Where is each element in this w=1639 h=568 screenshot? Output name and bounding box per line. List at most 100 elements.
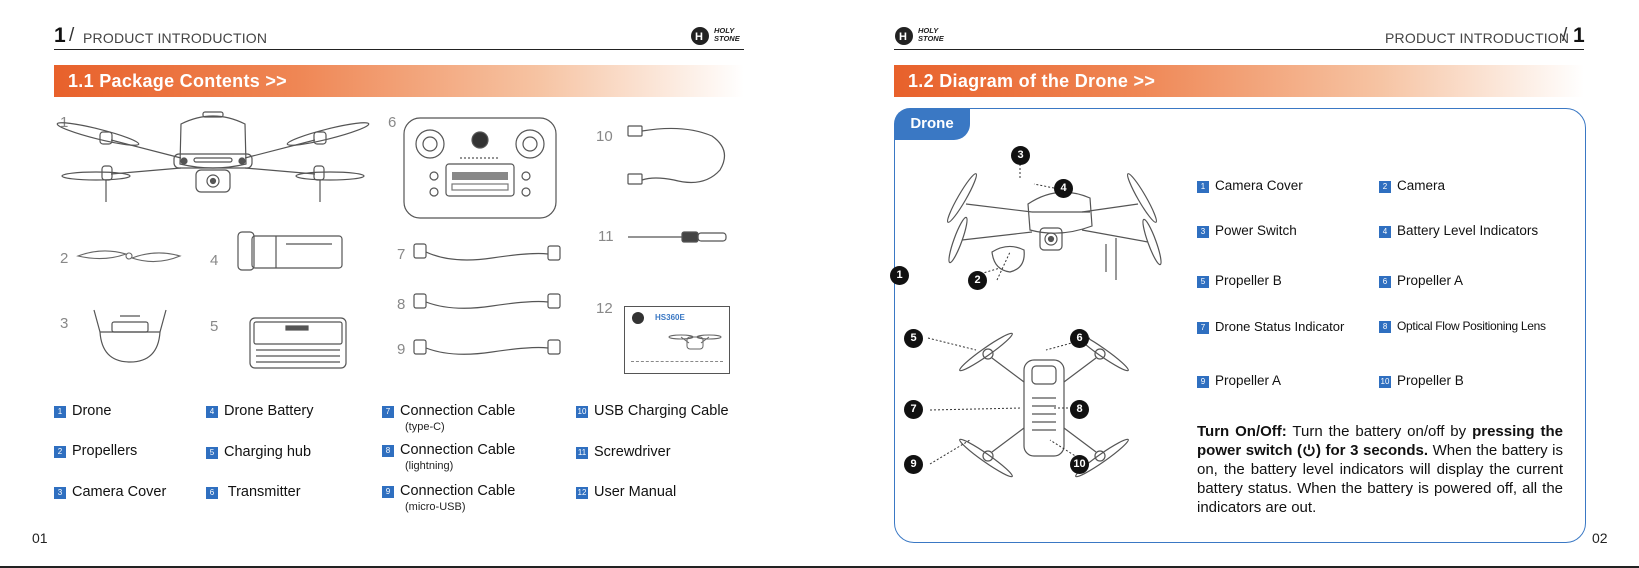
item-badge: 4 — [1379, 226, 1391, 238]
item-badge: 7 — [382, 406, 394, 418]
illus-number: 5 — [210, 318, 219, 335]
manual-cover-title: HS360E — [655, 313, 685, 322]
callout-8: 8 — [1070, 400, 1089, 419]
bottom-rule — [0, 566, 1639, 568]
callout-10: 10 — [1070, 455, 1089, 474]
item-badge: 10 — [576, 406, 588, 418]
svg-text:H: H — [899, 31, 907, 43]
item-badge: 6 — [1379, 276, 1391, 288]
illus-number: 3 — [60, 315, 69, 332]
item-badge: 3 — [1197, 226, 1209, 238]
item-badge: 6 — [206, 487, 218, 499]
transmitter-illustration — [403, 117, 557, 219]
illus-number: 6 — [388, 114, 397, 131]
callout-1: 1 — [890, 266, 909, 285]
item-badge: 9 — [1197, 376, 1209, 388]
callout-3: 3 — [1011, 146, 1030, 165]
item-badge: 2 — [1379, 181, 1391, 193]
callout-6: 6 — [1070, 329, 1089, 348]
diagram-panel — [894, 108, 1586, 543]
item-badge: 8 — [1379, 321, 1391, 333]
header-title: PRODUCT INTRODUCTION — [1385, 30, 1570, 46]
type-c-cable-illustration — [413, 243, 561, 261]
section-banner: 1.2 Diagram of the Drone >> — [894, 65, 1584, 97]
item-subtitle: (type-C) — [405, 421, 445, 433]
panel-tab: Drone — [894, 108, 970, 140]
illus-number: 7 — [397, 246, 406, 263]
header-rule — [54, 49, 744, 50]
item-badge: 5 — [206, 447, 218, 459]
logo-mark-icon: H — [691, 27, 709, 45]
micro-usb-cable-illustration — [413, 339, 561, 355]
callout-9: 9 — [904, 455, 923, 474]
camera-cover-illustration — [93, 309, 167, 363]
drone-side-view-illustration — [946, 173, 1162, 280]
illus-number: 11 — [598, 228, 614, 245]
illus-number: 2 — [60, 250, 69, 267]
item-badge: 10 — [1379, 376, 1391, 388]
header-rule — [894, 49, 1584, 50]
item-subtitle: (micro-USB) — [405, 501, 466, 513]
drone-battery-illustration — [237, 231, 343, 271]
item-badge: 4 — [206, 406, 218, 418]
logo-mark-icon: H — [895, 27, 913, 45]
item-badge: 5 — [1197, 276, 1209, 288]
user-manual-illustration: HS360E — [624, 306, 730, 374]
item-badge: 7 — [1197, 322, 1209, 334]
page-number: 01 — [32, 530, 48, 546]
item-badge: 1 — [54, 406, 66, 418]
svg-text:H: H — [695, 31, 703, 43]
screwdriver-illustration — [628, 231, 727, 243]
section-title: 1.2 Diagram of the Drone >> — [908, 71, 1156, 91]
callout-5: 5 — [904, 329, 923, 348]
item-subtitle: (lightning) — [405, 460, 454, 472]
header-title: PRODUCT INTRODUCTION — [83, 30, 268, 46]
callout-2: 2 — [968, 271, 987, 290]
header-slash: / — [69, 25, 75, 46]
lightning-cable-illustration — [413, 293, 561, 309]
illus-number: 12 — [596, 300, 613, 317]
callout-4: 4 — [1054, 179, 1073, 198]
item-badge: 12 — [576, 487, 588, 499]
header-chapter-number: 1 — [1573, 24, 1585, 47]
item-badge: 3 — [54, 487, 66, 499]
drone-illustration — [56, 111, 370, 202]
power-instructions-paragraph: Turn On/Off: Turn the battery on/off by … — [1197, 423, 1564, 516]
charging-hub-illustration — [249, 317, 347, 369]
item-badge: 8 — [382, 445, 394, 457]
section-title: 1.1 Package Contents >> — [68, 71, 287, 91]
item-badge: 11 — [576, 447, 588, 459]
item-badge: 2 — [54, 446, 66, 458]
propellers-illustration — [76, 250, 182, 263]
power-icon — [1303, 444, 1315, 457]
callout-7: 7 — [904, 400, 923, 419]
header-slash: / — [1562, 25, 1568, 46]
header-chapter-number: 1 — [54, 24, 66, 47]
page-number: 02 — [1592, 530, 1608, 546]
